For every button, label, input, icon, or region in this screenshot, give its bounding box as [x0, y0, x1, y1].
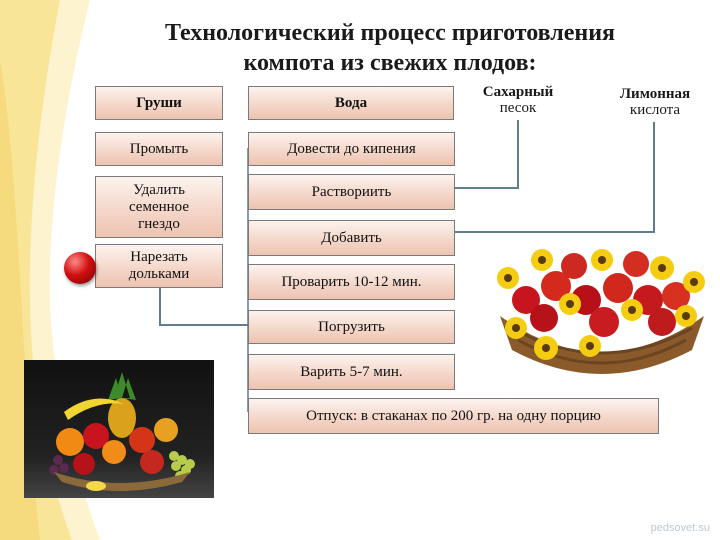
step-wash: Промыть [95, 132, 223, 166]
step-serve: Отпуск: в стаканах по 200 гр. на одну по… [248, 398, 659, 434]
title-line-1: Технологический процесс приготовления [164, 20, 616, 46]
watermark: pedsovet.su [650, 522, 710, 534]
step-simmer: Варить 5-7 мин. [248, 354, 455, 390]
step-immerse: Погрузить [248, 310, 455, 344]
step-remove-core: Удалить семенное гнездо [95, 176, 223, 238]
red-bullet-icon [64, 252, 96, 284]
step-add: Добавить [248, 220, 455, 256]
step-boil: Довести до кипения [248, 132, 455, 166]
step-slice: Нарезать дольками [95, 244, 223, 288]
ingredient-sugar: Сахарный песок [482, 84, 554, 116]
ingredient-citric-acid: Лимонная кислота [619, 86, 691, 118]
fruit-bowl-image [24, 360, 214, 498]
step-dissolve: Раствориить [248, 174, 455, 210]
ingredient-water: Вода [248, 86, 454, 120]
title-line-2: компота из свежих плодов: [243, 50, 537, 76]
page-title: Технологический процесс приготовления ко… [110, 18, 670, 78]
fruit-basket-sunflowers-image [486, 238, 716, 380]
step-cook: Проварить 10-12 мин. [248, 264, 455, 300]
ingredient-pears: Груши [95, 86, 223, 120]
